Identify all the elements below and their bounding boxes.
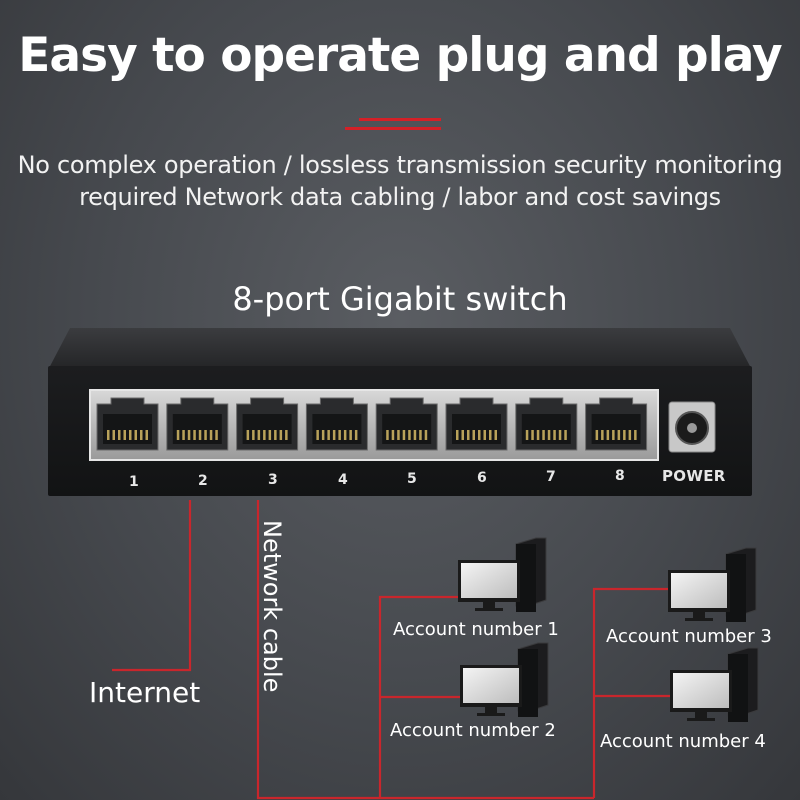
account-label-1: Account number 1 [393,619,559,640]
computer-icon [460,642,549,717]
cable-lines [112,500,670,800]
switch-device [48,328,752,496]
account-label-2: Account number 2 [390,720,556,741]
account-label-3: Account number 3 [606,626,772,647]
rj45-port [445,397,508,451]
subtitle-line-1: No complex operation / lossless transmis… [17,151,783,179]
computers [458,537,759,722]
rj45-port [585,397,648,451]
internet-cable [112,500,192,672]
port-number: 3 [268,472,278,488]
port-number: 7 [546,469,556,485]
accent-bar-bottom [345,127,441,130]
lan-cable-right-branch [592,587,670,798]
port-number: 1 [129,474,139,490]
power-jack-pin [687,423,697,433]
computer-icon [670,647,759,722]
internet-label: Internet [89,676,201,709]
rj45-ports [96,397,648,451]
rj45-port [236,397,299,451]
rj45-port [305,397,368,451]
accent-bar-top [359,118,441,121]
port-number: 4 [338,472,348,488]
rj45-port [166,397,229,451]
port-number: 8 [615,468,625,484]
lan-cable-left-branch [378,595,460,798]
subtitle-line-2: required Network data cabling / labor an… [79,183,721,211]
rj45-port [96,397,159,451]
accent-divider [345,118,441,134]
power-label: POWER [662,467,726,485]
switch-top-face [48,328,752,370]
rj45-port [515,397,578,451]
port-number: 5 [407,471,417,487]
network-cable-label: Network cable [258,520,286,693]
rj45-port [375,397,438,451]
port-number: 2 [198,473,208,489]
headline: Easy to operate plug and play [18,28,782,83]
account-label-4: Account number 4 [600,731,766,752]
computer-icon [668,547,757,622]
computer-icon [458,537,547,612]
lan-cable-trunk [256,500,594,800]
port-number: 6 [477,470,487,486]
product-title: 8-port Gigabit switch [232,280,568,318]
